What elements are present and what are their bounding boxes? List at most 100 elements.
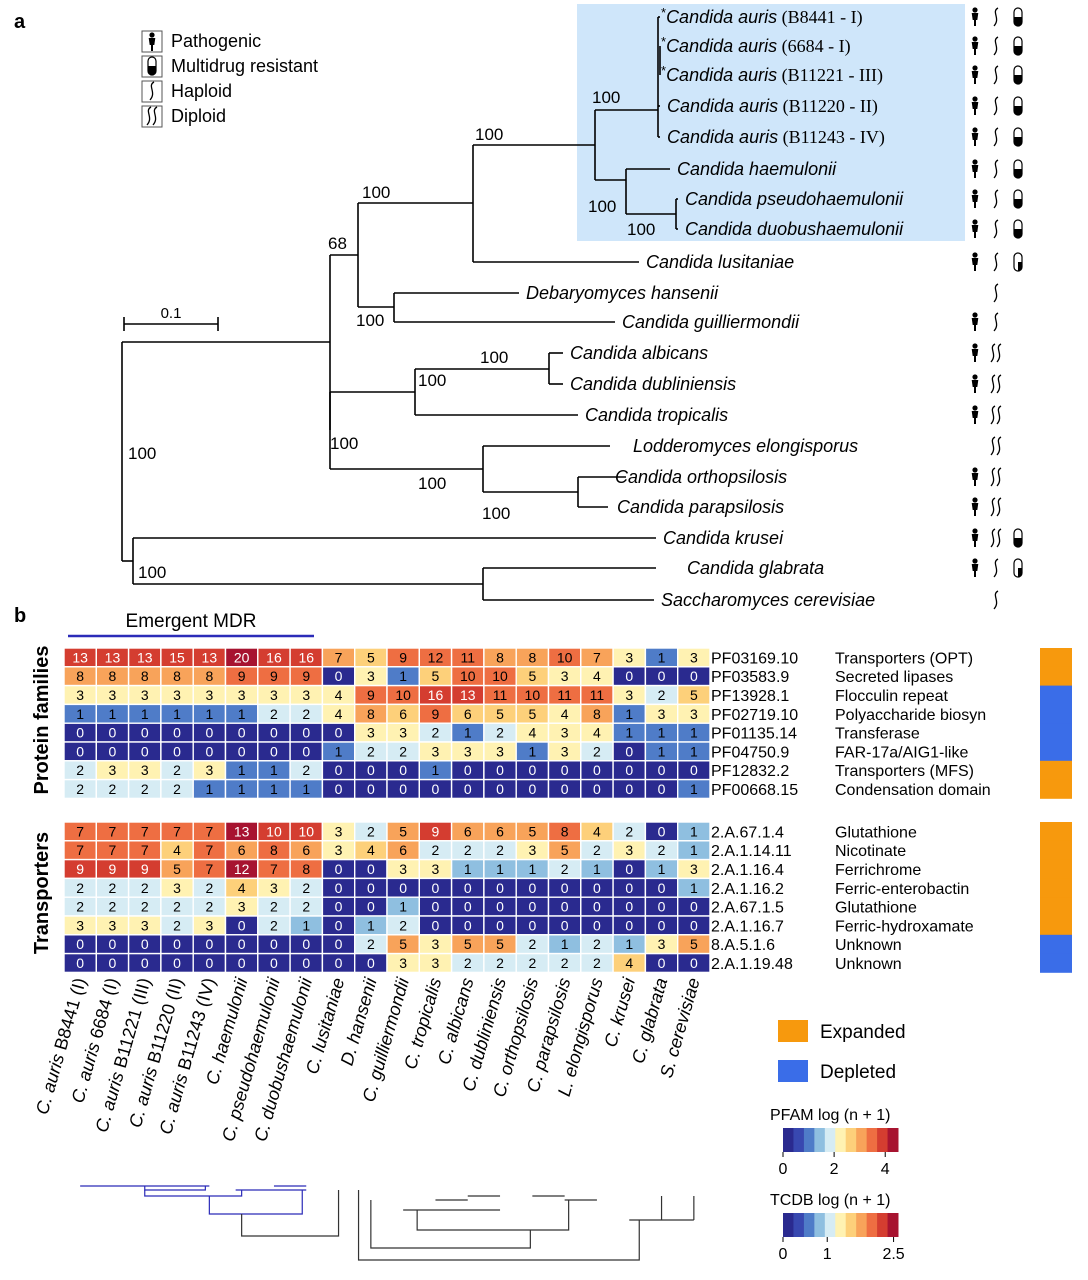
colorbar-step [783,1128,794,1152]
heatmap-value: 1 [464,725,472,741]
heatmap-value: 3 [367,725,375,741]
heatmap-value: 0 [335,936,343,952]
heatmap-value: 3 [141,917,149,933]
legend-label: Diploid [171,106,226,126]
heatmap-value: 2 [205,880,213,896]
taxon-label: Candida haemulonii [677,159,837,179]
heatmap-value: 0 [399,880,407,896]
heatmap-value: 0 [109,743,117,759]
taxon-label: Candida orthopsilosis [615,467,787,487]
taxon-genus: Candida lusitaniae [646,252,794,272]
row-name: Transferase [835,726,920,743]
multidrug-resistant-icon [1013,252,1023,272]
heatmap-value: 3 [335,842,343,858]
taxon-genus: Candida albicans [570,343,708,363]
heatmap-value: 1 [367,917,375,933]
taxon-genus: Candida dubliniensis [570,374,736,394]
dendrogram-branch [144,1186,206,1191]
heatmap-value: 2 [399,743,407,759]
heatmap-value: 10 [266,823,282,839]
heatmap-value: 2 [205,899,213,915]
heatmap-value: 3 [367,668,375,684]
taxon-label: Candida albicans [570,343,708,363]
colorbar-step [866,1128,878,1152]
heatmap-value: 5 [432,668,440,684]
colorbar-step [877,1128,889,1152]
taxon-genus: Candida auris [667,96,778,116]
status-label: Expanded [820,1022,906,1043]
heatmap-value: 1 [399,668,407,684]
row-name: Unknown [835,937,902,954]
multidrug-resistant-icon [1013,219,1023,239]
column-label-italic: C. auris [155,1067,193,1137]
multidrug-resistant-icon [1013,96,1023,116]
trait-icons [971,7,1023,610]
colorbar-title: TCDB log (n + 1) [770,1192,890,1209]
heatmap-value: 0 [173,936,181,952]
status-bar-segment [1040,934,1072,954]
taxon-labels: *Candida auris (B8441 - I)*Candida auris… [526,5,904,610]
heatmap-value: 1 [238,706,246,722]
colorbar-step [887,1213,899,1237]
row-id: PF00668.15 [711,782,798,799]
heatmap-value: 2 [528,936,536,952]
heatmap-value: 2 [464,955,472,971]
colorbar-step [856,1128,868,1152]
heatmap-value: 0 [432,781,440,797]
heatmap-value: 4 [173,842,181,858]
taxon-strain: (6684 - I) [777,36,850,57]
multidrug-resistant-icon [1013,159,1023,179]
heatmap-value: 0 [528,781,536,797]
heatmap-value: 3 [561,743,569,759]
taxon-label: Candida glabrata [687,558,824,578]
heatmap-value: 0 [109,725,117,741]
colorbar-tick-label: 4 [881,1161,890,1178]
heatmap-value: 9 [141,861,149,877]
heatmap-value: 3 [399,955,407,971]
pathogenic-icon [971,96,979,115]
taxon-genus: Candida pseudohaemulonii [685,189,904,209]
heatmap-value: 0 [173,955,181,971]
row-id: 2.A.1.14.11 [711,843,792,860]
heatmap-value: 0 [625,668,633,684]
heatmap-value: 3 [205,687,213,703]
heatmap-value: 0 [528,917,536,933]
heatmap-value: 0 [690,668,698,684]
taxon-genus: Candida orthopsilosis [615,467,787,487]
heatmap-value: 3 [109,687,117,703]
heatmap-value: 1 [270,781,278,797]
haploid-icon [993,312,999,332]
heatmap-value: 0 [76,955,84,971]
heatmap-value: 0 [367,781,375,797]
heatmap-value: 1 [302,917,310,933]
heatmap-value: 2 [658,842,666,858]
heatmap-value: 5 [173,861,181,877]
heatmap-value: 2 [593,743,601,759]
taxon-genus: Candida auris [666,36,777,56]
heatmap-value: 7 [205,842,213,858]
heatmap-value: 2 [173,781,181,797]
heatmap-value: 0 [658,955,666,971]
heatmap-value: 3 [270,687,278,703]
heatmap-value: 0 [335,899,343,915]
heatmap-value: 0 [76,936,84,952]
heatmap-value: 20 [234,649,250,665]
heatmap-value: 1 [658,861,666,877]
heatmap-value: 1 [335,743,343,759]
row-name: Glutathione [835,824,917,841]
heatmap-value: 3 [205,917,213,933]
heatmap-value: 0 [367,880,375,896]
heatmap-value: 8 [561,823,569,839]
heatmap-value: 0 [270,936,278,952]
heatmap-value: 10 [395,687,411,703]
taxon-label: Candida auris (B11243 - IV) [667,127,885,148]
heatmap-value: 0 [690,762,698,778]
column-label-strain: 6684 (I) [86,976,122,1041]
taxon-label: Candida tropicalis [585,405,728,425]
heatmap-value: 0 [335,781,343,797]
mdr-clade-highlight [577,4,965,241]
heatmap-value: 11 [493,687,508,703]
heatmap-value: 0 [464,762,472,778]
